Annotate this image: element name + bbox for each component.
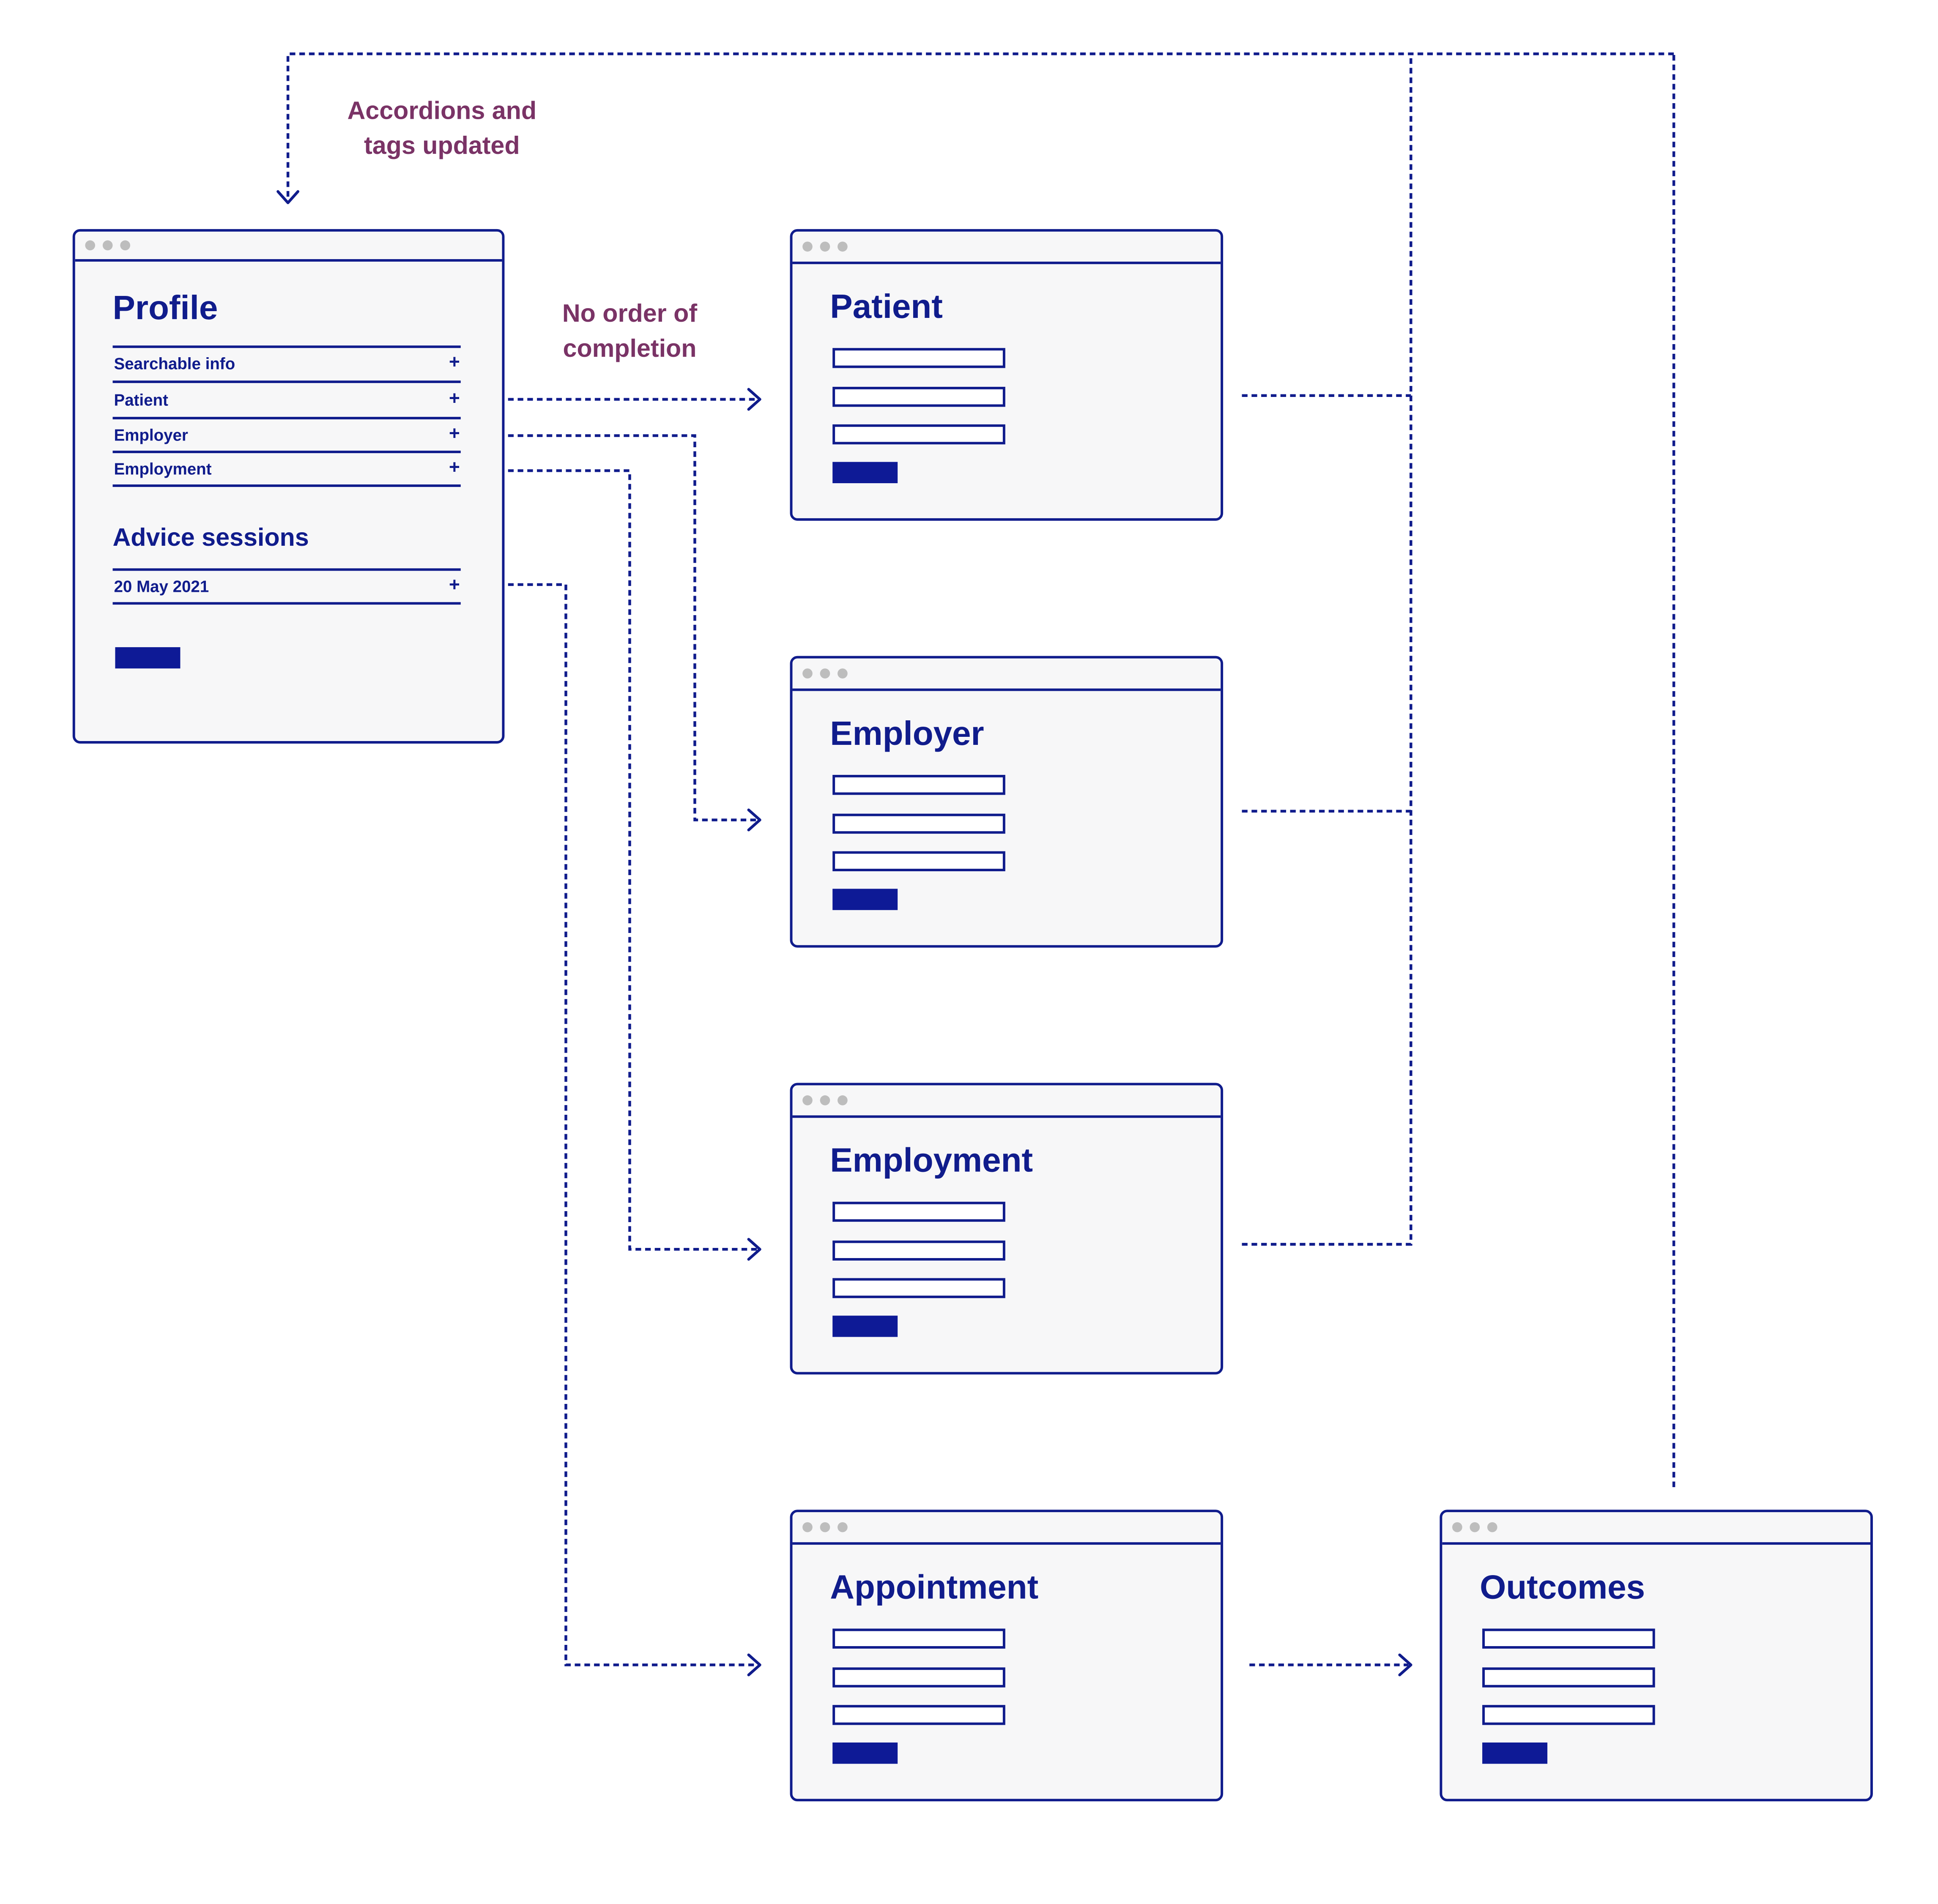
accordion-divider	[112, 484, 461, 487]
appointment-window: Appointment	[790, 1510, 1224, 1802]
window-dot-icon	[820, 1095, 830, 1105]
outcomes-title: Outcomes	[1480, 1568, 1645, 1606]
note-line: completion	[563, 335, 697, 363]
patient-input-3[interactable]	[832, 424, 1005, 445]
employer-submit-button[interactable]	[832, 889, 898, 910]
accordion-item-label: 20 May 2021	[114, 577, 209, 596]
patient-input-2[interactable]	[832, 387, 1005, 407]
accordion-item-label: Searchable info	[114, 354, 235, 373]
outcomes-window: Outcomes	[1440, 1510, 1873, 1802]
accordion-item-employer[interactable]: Employer +	[113, 419, 461, 452]
window-dot-icon	[1487, 1522, 1497, 1532]
employer-input-3[interactable]	[832, 851, 1005, 871]
window-dot-icon	[838, 1095, 848, 1105]
accordion-item-label: Patient	[114, 390, 168, 410]
window-dot-icon	[838, 241, 848, 252]
profile-title: Profile	[112, 289, 218, 327]
appointment-input-1[interactable]	[832, 1628, 1005, 1649]
accordion-divider	[112, 451, 461, 453]
plus-icon[interactable]: +	[449, 388, 460, 410]
window-dot-icon	[85, 240, 96, 251]
accordion-divider	[112, 602, 461, 605]
accordion-item-employment[interactable]: Employment +	[113, 453, 461, 486]
plus-icon[interactable]: +	[449, 574, 460, 596]
employer-title: Employer	[830, 714, 984, 752]
window-titlebar	[792, 1085, 1221, 1118]
connector-advice-appointment	[469, 583, 758, 1666]
profile-window: Profile Searchable info + Patient + Empl…	[72, 229, 505, 744]
arrow-right-icon	[747, 1238, 761, 1261]
outcomes-input-1[interactable]	[1482, 1628, 1655, 1649]
arrow-right-icon	[747, 808, 761, 832]
accordion-item-label: Employment	[114, 459, 212, 479]
employment-input-3[interactable]	[832, 1278, 1005, 1298]
window-dot-icon	[802, 1522, 813, 1532]
plus-icon[interactable]: +	[449, 352, 460, 373]
accordion-divider	[112, 568, 461, 571]
window-titlebar	[792, 658, 1221, 691]
window-titlebar	[792, 1512, 1221, 1545]
window-dot-icon	[838, 668, 848, 678]
connector-profile-employment	[469, 469, 758, 1251]
connector-profile-employer	[469, 434, 758, 821]
note-line: tags updated	[364, 132, 520, 161]
window-titlebar	[75, 231, 502, 262]
employment-window: Employment	[790, 1083, 1224, 1375]
employer-window: Employer	[790, 656, 1224, 948]
arrow-right-icon	[1398, 1653, 1412, 1677]
appointment-title: Appointment	[830, 1568, 1039, 1606]
accordion-item-label: Employer	[114, 425, 188, 445]
window-dot-icon	[802, 1095, 813, 1105]
plus-icon[interactable]: +	[449, 423, 460, 445]
window-dot-icon	[102, 240, 113, 251]
plus-icon[interactable]: +	[449, 457, 460, 479]
patient-input-1[interactable]	[832, 348, 1005, 368]
patient-title: Patient	[830, 288, 943, 326]
profile-action-button[interactable]	[115, 647, 181, 669]
accordion-item-patient[interactable]: Patient +	[113, 384, 461, 417]
note-line: No order of	[562, 300, 698, 328]
arrow-down-icon	[276, 190, 300, 204]
window-titlebar	[1442, 1512, 1871, 1545]
window-dot-icon	[838, 1522, 848, 1532]
outcomes-input-2[interactable]	[1482, 1667, 1655, 1688]
employment-input-1[interactable]	[832, 1201, 1005, 1222]
window-dot-icon	[120, 240, 130, 251]
employer-input-1[interactable]	[832, 774, 1005, 795]
accordion-item-searchable-info[interactable]: Searchable info +	[113, 348, 461, 380]
window-titlebar	[792, 231, 1221, 264]
advice-sessions-title: Advice sessions	[112, 524, 309, 552]
employment-input-2[interactable]	[832, 1240, 1005, 1261]
loop-connector-employment	[1242, 54, 1412, 1246]
outcomes-input-3[interactable]	[1482, 1705, 1655, 1725]
window-dot-icon	[1452, 1522, 1462, 1532]
note-no-order: No order of completion	[536, 297, 723, 367]
appointment-submit-button[interactable]	[832, 1742, 898, 1764]
accordion-divider	[112, 345, 461, 348]
arrow-right-icon	[747, 1653, 761, 1677]
patient-window: Patient	[790, 229, 1224, 521]
employer-input-2[interactable]	[832, 813, 1005, 834]
note-accordions-updated: Accordions and tags updated	[329, 94, 555, 164]
arrow-right-icon	[747, 388, 761, 411]
appointment-input-2[interactable]	[832, 1667, 1005, 1688]
accordion-divider	[112, 417, 461, 420]
window-dot-icon	[802, 668, 813, 678]
window-dot-icon	[820, 1522, 830, 1532]
note-line: Accordions and	[347, 97, 537, 126]
accordion-item-advice-session[interactable]: 20 May 2021 +	[113, 571, 461, 603]
window-dot-icon	[820, 241, 830, 252]
window-dot-icon	[802, 241, 813, 252]
outcomes-submit-button[interactable]	[1482, 1742, 1548, 1764]
employment-submit-button[interactable]	[832, 1316, 898, 1337]
employment-title: Employment	[830, 1141, 1033, 1179]
accordion-divider	[112, 380, 461, 383]
patient-submit-button[interactable]	[832, 462, 898, 484]
window-dot-icon	[1470, 1522, 1480, 1532]
appointment-input-3[interactable]	[832, 1705, 1005, 1725]
window-dot-icon	[820, 668, 830, 678]
